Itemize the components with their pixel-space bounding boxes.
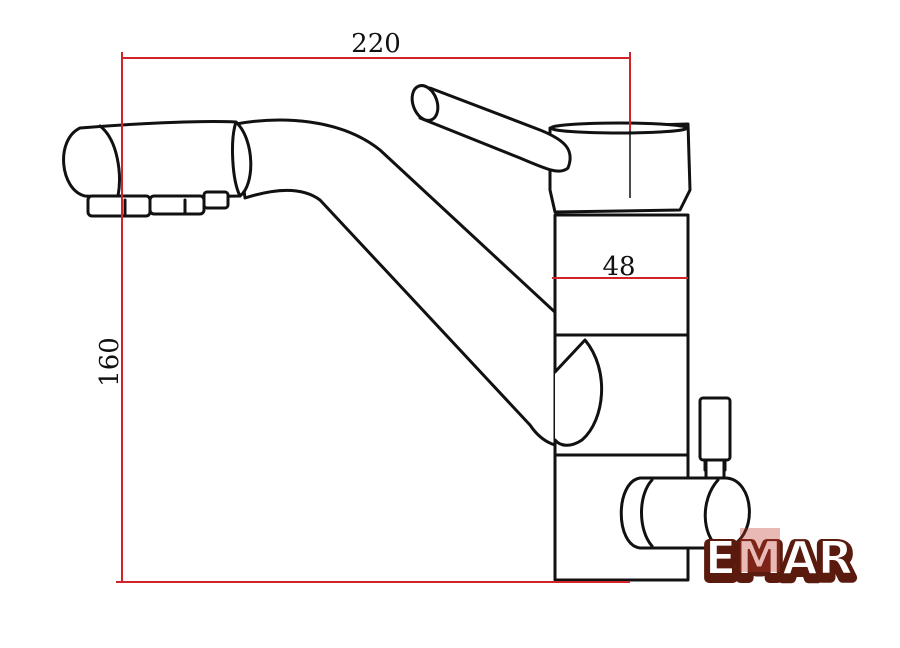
spout-overlap [555,340,602,446]
top-lever-knob [410,84,440,122]
logo-text-shadow: EMAR [705,535,853,589]
side-valve-handle [698,396,732,462]
side-valve-body [619,476,751,550]
body-label: 48 [602,252,635,282]
dimension-lines [116,52,688,583]
logo-text: EMAR [705,531,853,585]
body-upper [553,213,690,337]
outlet-2 [148,194,206,216]
faucet-outline [62,84,751,582]
width-label: 220 [351,29,401,59]
logo-accent [740,528,780,572]
spout-head [62,119,253,200]
top-lever [418,86,572,173]
spout-joint [231,120,242,198]
spout-head-rim [98,124,121,198]
height-label: 160 [95,337,125,387]
top-cap-rim [549,121,689,135]
emar-logo: EMAR EMAR [700,528,858,594]
outlet-3 [202,190,230,210]
top-cap [548,122,692,214]
outlet-1 [86,194,152,218]
